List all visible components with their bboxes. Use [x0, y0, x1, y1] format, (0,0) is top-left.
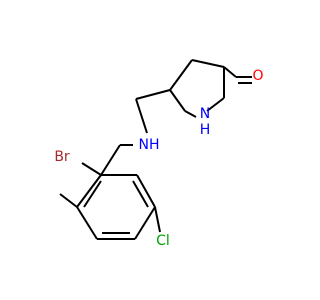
ring-nitrogen-hydrogen-label: H [200, 122, 211, 138]
molecule-drawing: O N H NH Br Cl [54, 59, 264, 249]
chlorine-label: Cl [156, 233, 170, 249]
benzene-inner-bond-a [83, 180, 102, 208]
bond-c3-c4 [169, 59, 193, 91]
structure-diagram: O N H NH Br Cl [54, 59, 264, 249]
bond-c4-c5 [169, 89, 186, 112]
bond-ring-cl [154, 206, 161, 233]
bond-c2-carbonyl [223, 66, 237, 78]
benzene-bond-2 [76, 206, 98, 240]
bond-benzylch2-ring [100, 144, 121, 176]
bond-ring-br [59, 193, 78, 208]
bond-c2-c3 [191, 59, 225, 68]
bond-c5-ch2 [135, 89, 171, 100]
benzene-bond-1 [76, 174, 102, 208]
amine-nitrogen-label: NH [139, 137, 160, 153]
bond-ch2-nh [135, 98, 148, 134]
bond-ring-br-2 [81, 162, 102, 176]
ring-nitrogen-label: N [200, 106, 210, 122]
bond-c5-n1 [206, 97, 225, 112]
benzene-bond-4 [134, 206, 156, 240]
benzene-bond-5 [136, 174, 156, 208]
benzene-inner-bond-c [132, 180, 149, 208]
oxygen-label: O [252, 68, 263, 84]
bond-c5-n1-a [184, 110, 197, 118]
bromine-label: Br [54, 149, 70, 165]
